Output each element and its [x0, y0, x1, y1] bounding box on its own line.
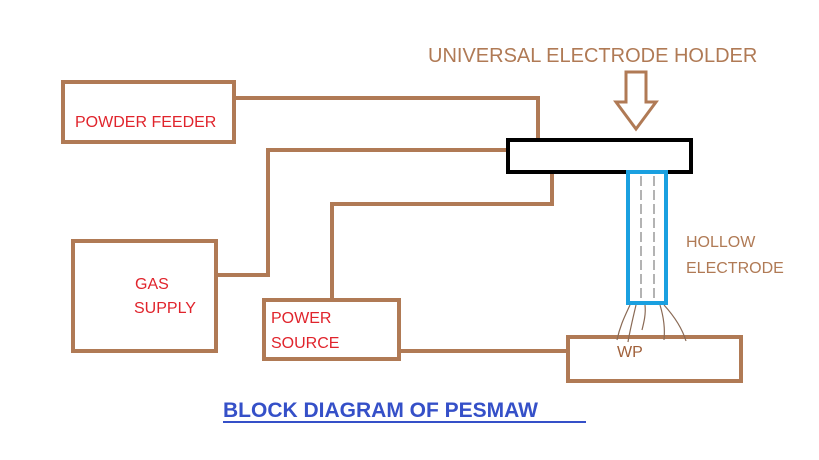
- workpiece-block: [566, 335, 743, 383]
- powder-feeder-block: [61, 80, 236, 144]
- gas-supply-block: [71, 239, 218, 353]
- power-source-wire-top: [330, 170, 554, 302]
- electrode-holder: [506, 138, 693, 174]
- workpiece-label: WP: [617, 344, 643, 361]
- gas-supply-label-line1: GAS: [135, 276, 169, 293]
- diagram-title: BLOCK DIAGRAM OF PESMAW: [223, 399, 538, 422]
- electrode-label-line2: ELECTRODE: [686, 260, 784, 277]
- gas-supply-wire: [214, 148, 510, 277]
- gas-supply-label-line2: SUPPLY: [134, 300, 196, 317]
- power-source-block: [262, 298, 401, 361]
- arc-strands: [616, 304, 687, 343]
- power-source-label-line1: POWER: [271, 310, 331, 327]
- powder-feeder-wire: [232, 96, 540, 142]
- down-arrow-icon: [613, 70, 659, 132]
- holder-label: UNIVERSAL ELECTRODE HOLDER: [428, 45, 757, 67]
- powder-feeder-label: POWDER FEEDER: [75, 114, 216, 131]
- connections: [214, 96, 570, 353]
- power-source-label-line2: SOURCE: [271, 335, 339, 352]
- electrode-label-line1: HOLLOW: [686, 234, 756, 251]
- hollow-electrode: [626, 170, 668, 305]
